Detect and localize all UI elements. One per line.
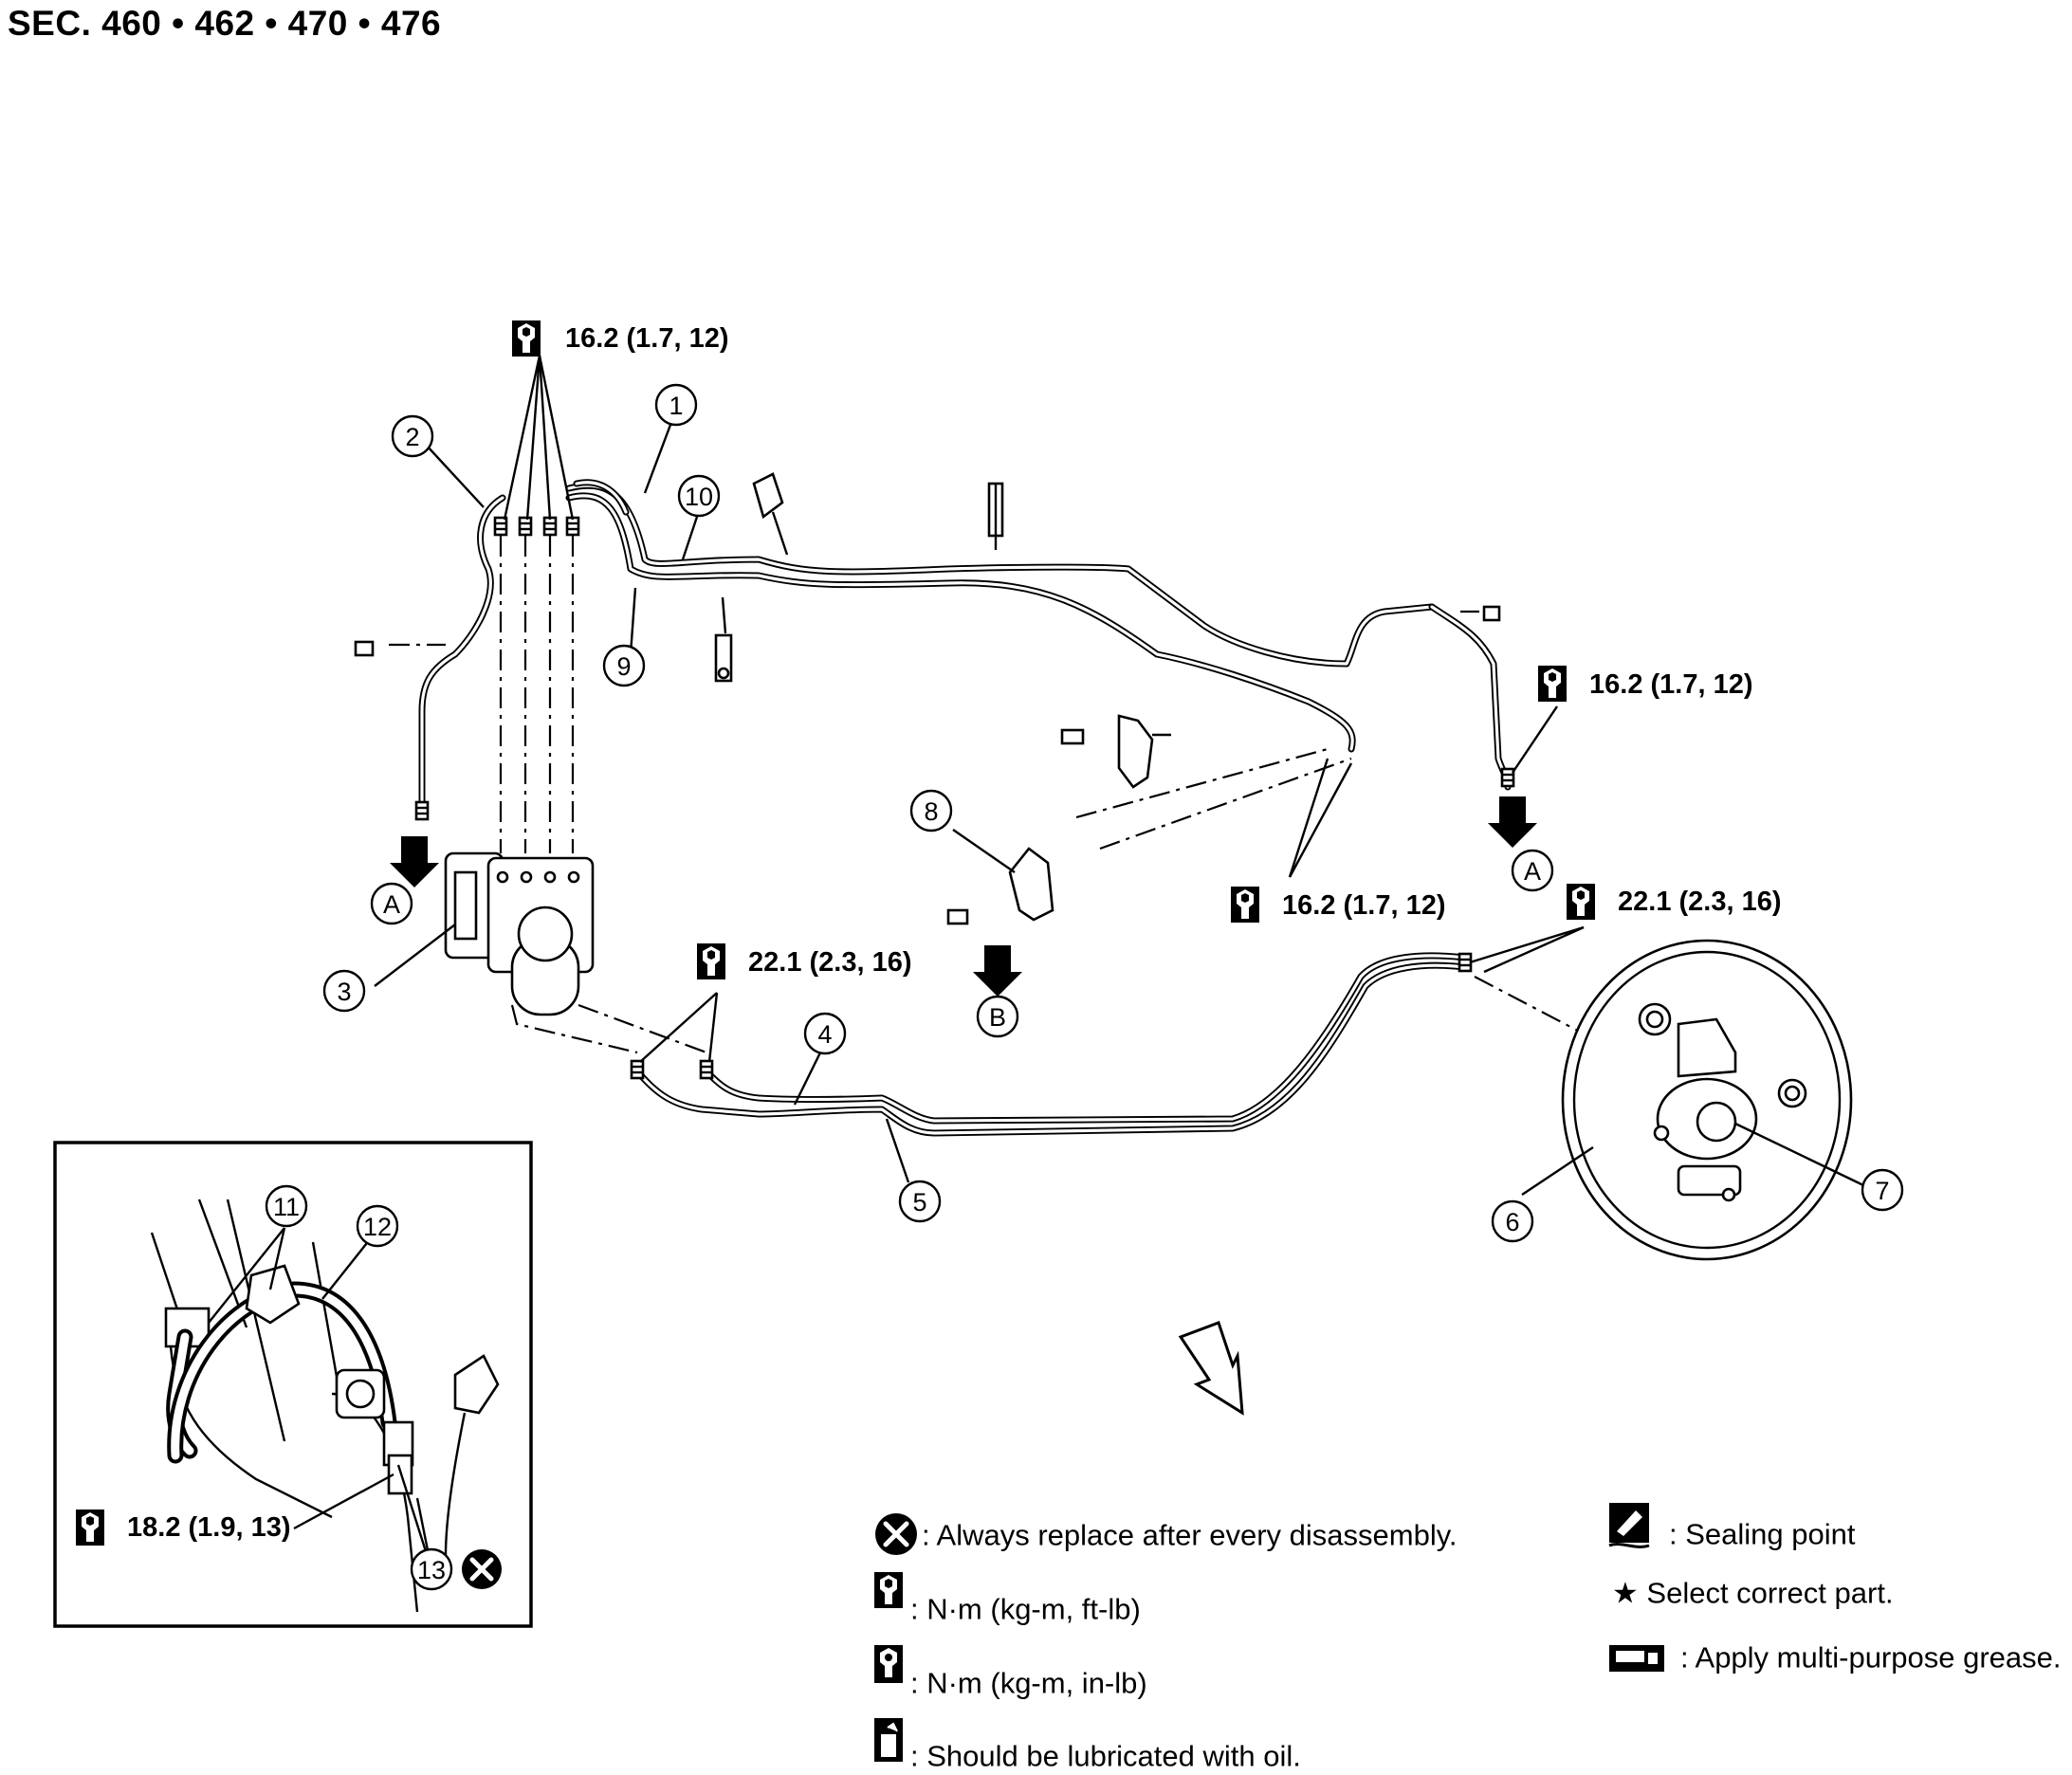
- svg-text:A: A: [1524, 857, 1541, 886]
- svg-text:★ Select correct part.: ★ Select correct part.: [1612, 1577, 1894, 1610]
- legend-sealing: : Sealing point: [1608, 1503, 1856, 1551]
- svg-text:9: 9: [616, 652, 631, 681]
- svg-text:3: 3: [337, 978, 351, 1006]
- legend-nm-ftlb: : N·m (kg-m, ft-lb): [874, 1572, 1141, 1626]
- callout-12: 12: [356, 1204, 399, 1248]
- svg-text:A: A: [383, 890, 400, 919]
- callout-7: 7: [1861, 1168, 1904, 1212]
- callout-13: 13: [410, 1547, 453, 1591]
- torque-abs-lines: 16.2 (1.7, 12): [512, 320, 729, 357]
- view-ref-a-left: A: [370, 882, 413, 925]
- bracket-parts: [354, 472, 1501, 925]
- svg-text:: Always replace after every d: : Always replace after every disassembly…: [922, 1519, 1458, 1552]
- assembly-lines: [389, 536, 1675, 1082]
- legend-replace: : Always replace after every disassembly…: [875, 1513, 1458, 1555]
- svg-text:18.2 (1.9, 13): 18.2 (1.9, 13): [127, 1512, 291, 1543]
- svg-text:22.1 (2.3, 16): 22.1 (2.3, 16): [748, 947, 912, 978]
- svg-text:: N·m (kg-m, in-lb): : N·m (kg-m, in-lb): [910, 1667, 1147, 1700]
- torque-master-cyl: 22.1 (2.3, 16): [1567, 884, 1782, 920]
- svg-text:: N·m (kg-m, ft-lb): : N·m (kg-m, ft-lb): [910, 1593, 1141, 1626]
- callout-1: 1: [654, 383, 698, 427]
- svg-text:6: 6: [1505, 1208, 1519, 1236]
- view-arrows: [390, 796, 1537, 1416]
- callout-4: 4: [803, 1012, 847, 1055]
- brake-booster: [1561, 939, 1853, 1261]
- callout-2: 2: [391, 414, 434, 458]
- svg-text:: Should be lubricated with oi: : Should be lubricated with oil.: [910, 1740, 1301, 1773]
- abs-actuator: [444, 851, 595, 1016]
- svg-text:13: 13: [417, 1556, 446, 1584]
- svg-text:: Apply multi-purpose grease.: : Apply multi-purpose grease.: [1680, 1641, 2062, 1674]
- legend-grease: : Apply multi-purpose grease.: [1609, 1641, 2062, 1674]
- section-title: SEC. 460 • 462 • 470 • 476: [8, 4, 442, 43]
- svg-text:12: 12: [363, 1213, 392, 1241]
- legend-select: ★ Select correct part.: [1612, 1577, 1894, 1610]
- callout-3: 3: [322, 969, 366, 1013]
- svg-text:10: 10: [685, 483, 713, 511]
- svg-text:4: 4: [817, 1020, 832, 1049]
- legend-nm-inlb: : N·m (kg-m, in-lb): [874, 1645, 1147, 1700]
- callout-10: 10: [677, 474, 721, 518]
- svg-text:2: 2: [405, 423, 419, 451]
- svg-text:1: 1: [669, 392, 683, 420]
- torque-connector: 16.2 (1.7, 12): [1231, 887, 1446, 923]
- svg-text:11: 11: [273, 1193, 300, 1221]
- callout-5: 5: [898, 1180, 942, 1223]
- svg-text:5: 5: [912, 1188, 926, 1217]
- callout-8: 8: [909, 789, 953, 833]
- legend-oil: : Should be lubricated with oil.: [874, 1718, 1301, 1773]
- brake-pipes: [418, 479, 1512, 1137]
- replace-icon-inset: [462, 1549, 502, 1589]
- svg-text:: Sealing point: : Sealing point: [1669, 1518, 1856, 1551]
- view-ref-b: B: [976, 995, 1019, 1038]
- svg-text:16.2 (1.7, 12): 16.2 (1.7, 12): [565, 323, 729, 354]
- svg-text:8: 8: [924, 797, 938, 826]
- torque-lower-pair: 22.1 (2.3, 16): [697, 943, 912, 979]
- svg-text:B: B: [989, 1003, 1006, 1032]
- callout-6: 6: [1491, 1199, 1534, 1243]
- legend: : Always replace after every disassembly…: [874, 1503, 2062, 1773]
- view-ref-a-right: A: [1511, 849, 1554, 892]
- torque-right-line: 16.2 (1.7, 12): [1538, 666, 1753, 702]
- svg-text:7: 7: [1875, 1177, 1889, 1205]
- svg-text:16.2 (1.7, 12): 16.2 (1.7, 12): [1589, 669, 1753, 700]
- svg-text:16.2 (1.7, 12): 16.2 (1.7, 12): [1282, 890, 1446, 921]
- torque-inset-hose: 18.2 (1.9, 13): [76, 1510, 291, 1546]
- svg-text:22.1 (2.3, 16): 22.1 (2.3, 16): [1618, 887, 1782, 917]
- callout-9: 9: [602, 644, 646, 687]
- callout-11: 11: [265, 1184, 308, 1228]
